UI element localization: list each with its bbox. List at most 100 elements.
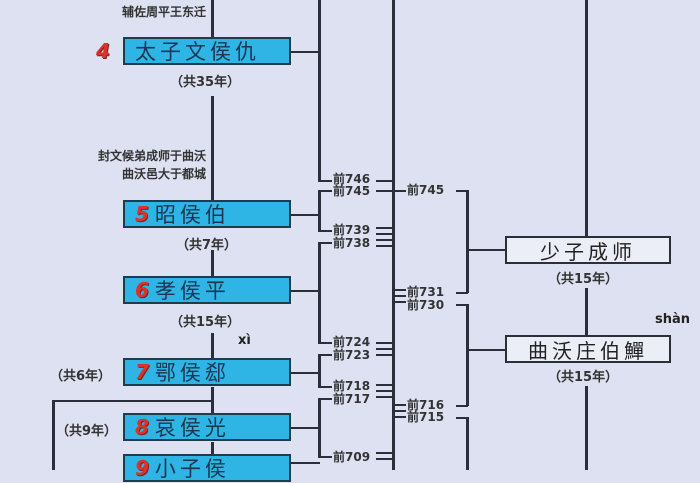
badge-icon: 9 <box>135 456 149 480</box>
reign-years: （共7年） <box>176 238 238 253</box>
connector <box>466 349 506 351</box>
badge-icon: 6 <box>135 278 149 302</box>
ruler-name: 小子侯 <box>154 457 230 481</box>
pinyin-shan: shàn <box>655 312 691 327</box>
ruler-box-ehou[interactable]: 7 鄂侯郄 <box>123 358 291 386</box>
tick <box>456 304 468 306</box>
tick <box>456 405 468 407</box>
tick <box>376 396 394 398</box>
year-mark: 前746 <box>332 172 372 186</box>
ruler-box-xiaozihou[interactable]: 9 小子侯 <box>123 454 291 482</box>
tick <box>376 390 394 392</box>
left-lineage-line <box>211 96 214 200</box>
tick <box>392 410 406 412</box>
left-lineage-line <box>211 333 214 358</box>
timeline-col1 <box>318 354 321 386</box>
tick <box>318 180 332 182</box>
left-lineage-line <box>211 0 214 38</box>
year-mark: 前730 <box>406 298 446 312</box>
timeline-col3 <box>466 190 469 293</box>
ruler-name: 曲沃庄伯鱓 <box>528 338 648 363</box>
quwo-lineage-line <box>585 386 588 470</box>
tick <box>376 190 406 192</box>
branch-line <box>52 400 213 402</box>
tick <box>392 295 406 297</box>
badge-icon: 5 <box>135 202 149 226</box>
reign-years: （共15年） <box>548 370 619 385</box>
tick <box>456 190 468 192</box>
tick <box>376 227 394 229</box>
connector <box>290 290 320 292</box>
tick <box>318 456 332 458</box>
tick <box>318 398 332 400</box>
connector <box>290 214 320 216</box>
year-mark: 前709 <box>332 450 372 464</box>
timeline-col1 <box>318 0 321 180</box>
year-mark: 前724 <box>332 335 372 349</box>
badge-icon: 4 <box>96 39 110 63</box>
branch-line <box>52 400 55 470</box>
pinyin-xi: xì <box>238 333 251 348</box>
tick <box>318 342 332 344</box>
tick <box>392 416 406 418</box>
connector <box>290 51 320 53</box>
tick <box>376 452 394 454</box>
ruler-name: 太子文侯仇 <box>135 40 260 64</box>
reign-years: （共9年） <box>56 424 118 439</box>
ruler-name: 少子成师 <box>540 239 636 264</box>
year-mark: 前739 <box>332 223 372 237</box>
tick <box>376 348 394 350</box>
year-mark: 前716 <box>406 398 446 412</box>
badge-icon: 8 <box>135 415 149 439</box>
year-mark: 前717 <box>332 392 372 406</box>
year-mark: 前745 <box>332 184 372 198</box>
quwo-lineage-line <box>585 288 588 336</box>
tick <box>376 384 394 386</box>
reign-years: （共15年） <box>170 315 241 330</box>
left-lineage-line <box>211 442 214 456</box>
tick <box>392 289 406 291</box>
quwo-lineage-line <box>585 0 588 236</box>
badge-icon: 7 <box>135 360 149 384</box>
note-chengshi-line1: 封文候弟成师于曲沃 <box>97 149 206 163</box>
left-lineage-line <box>211 250 214 276</box>
year-mark: 前718 <box>332 379 372 393</box>
ruler-name: 昭侯伯 <box>154 203 230 227</box>
ruler-name: 哀侯光 <box>154 416 230 440</box>
connector <box>290 372 320 374</box>
reign-years: （共15年） <box>548 272 619 287</box>
ruler-box-aihou[interactable]: 8 哀侯光 <box>123 413 291 441</box>
year-mark: 前745 <box>406 183 446 197</box>
timeline-col3 <box>466 417 469 470</box>
ruler-box-zhaohou[interactable]: 5 昭侯伯 <box>123 200 291 228</box>
tick <box>376 180 394 182</box>
tick <box>376 245 394 247</box>
ruler-name: 孝侯平 <box>154 279 230 303</box>
tick <box>392 301 406 303</box>
ruler-box-xiaohou[interactable]: 6 孝侯平 <box>123 276 291 304</box>
ruler-box-wenhou[interactable]: 太子文侯仇 <box>123 37 291 65</box>
ruler-box-chengshi[interactable]: 少子成师 <box>505 236 671 264</box>
ruler-name: 鄂侯郄 <box>154 361 230 385</box>
tick <box>376 354 394 356</box>
year-mark: 前715 <box>406 410 446 424</box>
connector <box>466 249 506 251</box>
reign-years: （共35年） <box>170 75 241 90</box>
connector <box>290 462 320 464</box>
note-top: 辅佐周平王东迁 <box>121 5 206 19</box>
tick <box>318 190 332 192</box>
tick <box>456 417 468 419</box>
timeline-col1 <box>318 242 321 342</box>
tick <box>392 404 406 406</box>
tick <box>376 458 394 460</box>
tick <box>456 292 468 294</box>
timeline-col2 <box>392 0 395 470</box>
tick <box>318 230 332 232</box>
year-mark: 前738 <box>332 236 372 250</box>
reign-years: （共6年） <box>50 369 112 384</box>
connector <box>290 427 320 429</box>
ruler-box-zhuangbo[interactable]: 曲沃庄伯鱓 <box>505 335 671 363</box>
tick <box>376 233 394 235</box>
tick <box>318 242 332 244</box>
tick <box>376 342 394 344</box>
